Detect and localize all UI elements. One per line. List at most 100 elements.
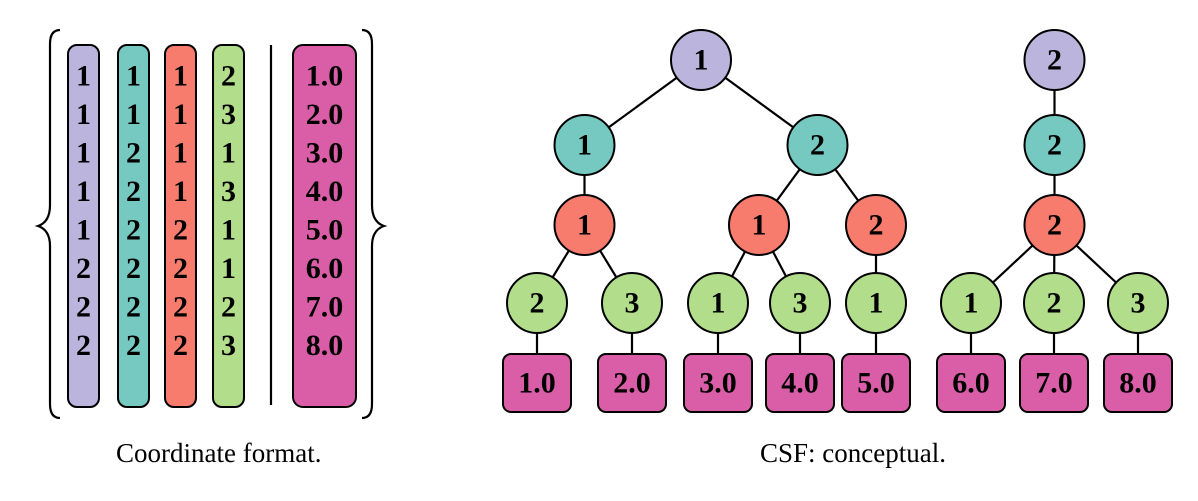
tree-node-level-4: [845, 272, 907, 334]
coordinate-format-caption: Coordinate format.: [116, 438, 322, 468]
left-brace: [34, 28, 61, 420]
tree-node-level-3: [845, 194, 907, 256]
tree-node-label: 2: [810, 129, 825, 162]
tree-node-label: 2: [1047, 129, 1062, 162]
value-entry: 6.0: [306, 252, 344, 285]
index-value: 1: [76, 60, 91, 93]
value-entry: 1.0: [306, 60, 344, 93]
coordinate-format-matrix: 111112221122222211112222231311231.02.03.…: [34, 28, 388, 420]
right-brace: [361, 28, 388, 420]
index-value: 2: [76, 291, 91, 324]
index-value: 1: [173, 98, 188, 131]
index-value: 1: [126, 60, 141, 93]
value-entry: 3.0: [306, 137, 344, 170]
index-value: 2: [126, 329, 141, 362]
index-value: 1: [173, 175, 188, 208]
value-leaf: [683, 353, 753, 413]
value-entry: 7.0: [306, 291, 344, 324]
value-leaf-label: 1.0: [518, 367, 556, 400]
tree-node-label: 1: [711, 287, 726, 320]
value-leaf-label: 5.0: [857, 367, 895, 400]
index-value: 2: [173, 252, 188, 285]
index-value: 1: [221, 252, 236, 285]
index-value: 2: [221, 60, 236, 93]
index-column-2: [117, 44, 150, 408]
index-value: 3: [221, 98, 236, 131]
index-value: 2: [76, 329, 91, 362]
index-value: 1: [76, 214, 91, 247]
value-leaf: [502, 353, 572, 413]
index-column-1: [67, 44, 100, 408]
tree-node-level-4: [769, 272, 831, 334]
tree-node-level-4: [687, 272, 749, 334]
value-leaf-label: 7.0: [1035, 367, 1073, 400]
index-value: 1: [76, 175, 91, 208]
value-leaf: [765, 353, 835, 413]
csf-conceptual-caption: CSF: conceptual.: [760, 438, 946, 468]
tree-node-level-4: [1107, 272, 1169, 334]
index-value: 2: [126, 252, 141, 285]
index-value: 2: [126, 291, 141, 324]
value-leaf: [1019, 353, 1089, 413]
index-value: 3: [221, 329, 236, 362]
index-value: 1: [76, 98, 91, 131]
index-value: 2: [126, 175, 141, 208]
value-entry: 2.0: [306, 98, 344, 131]
index-value: 2: [221, 291, 236, 324]
index-value: 2: [126, 214, 141, 247]
tree-node-level-4: [601, 272, 663, 334]
tree-node-label: 2: [1047, 209, 1062, 242]
tree-node-level-2: [553, 114, 616, 176]
tree-node-level-2: [1023, 114, 1086, 176]
tree-node-level-2: [786, 114, 849, 176]
value-leaf-label: 4.0: [781, 367, 819, 400]
tree-node-label: 2: [1047, 287, 1062, 320]
csf-tree-nodes: 1.022.03113.014.0315.012216.017.028.0322…: [502, 29, 1173, 413]
value-entry: 4.0: [306, 175, 344, 208]
tree-node-level-3: [1023, 194, 1086, 256]
index-value: 1: [221, 214, 236, 247]
tree-node-label: 2: [869, 209, 884, 242]
index-value: 2: [126, 137, 141, 170]
tree-node-level-4: [940, 272, 1002, 334]
index-value: 1: [126, 98, 141, 131]
value-leaf-label: 6.0: [952, 367, 990, 400]
index-value: 1: [76, 137, 91, 170]
tree-node-level-4: [1023, 272, 1085, 334]
index-column-3: [164, 44, 197, 408]
index-value: 1: [221, 137, 236, 170]
tree-node-label: 1: [577, 129, 592, 162]
index-value: 2: [173, 291, 188, 324]
value-leaf-label: 3.0: [699, 367, 737, 400]
tree-node-level-1: [670, 29, 732, 91]
index-value: 1: [173, 137, 188, 170]
tree-node-label: 2: [530, 287, 545, 320]
value-leaf: [841, 353, 911, 413]
tree-node-label: 1: [694, 44, 709, 77]
value-leaf-label: 2.0: [613, 367, 651, 400]
tree-node-level-3: [553, 194, 616, 256]
index-value: 2: [173, 329, 188, 362]
value-leaf: [936, 353, 1006, 413]
tree-node-label: 3: [793, 287, 808, 320]
value-entry: 5.0: [306, 214, 344, 247]
value-entry: 8.0: [306, 329, 344, 362]
tree-node-label: 1: [964, 287, 979, 320]
value-leaf-label: 8.0: [1119, 367, 1157, 400]
value-leaf: [1103, 353, 1173, 413]
tree-node-label: 1: [752, 209, 767, 242]
index-value: 2: [76, 252, 91, 285]
tree-node-label: 3: [1131, 287, 1146, 320]
index-value: 2: [173, 214, 188, 247]
tree-node-level-3: [728, 194, 790, 256]
index-value: 1: [173, 60, 188, 93]
tree-node-label: 1: [869, 287, 884, 320]
index-value: 3: [221, 175, 236, 208]
tree-node-label: 2: [1047, 44, 1062, 77]
value-leaf: [597, 353, 667, 413]
tree-node-level-1: [1023, 29, 1086, 91]
tree-node-label: 3: [625, 287, 640, 320]
values-column: [292, 44, 357, 408]
tree-node-level-4: [506, 272, 568, 334]
